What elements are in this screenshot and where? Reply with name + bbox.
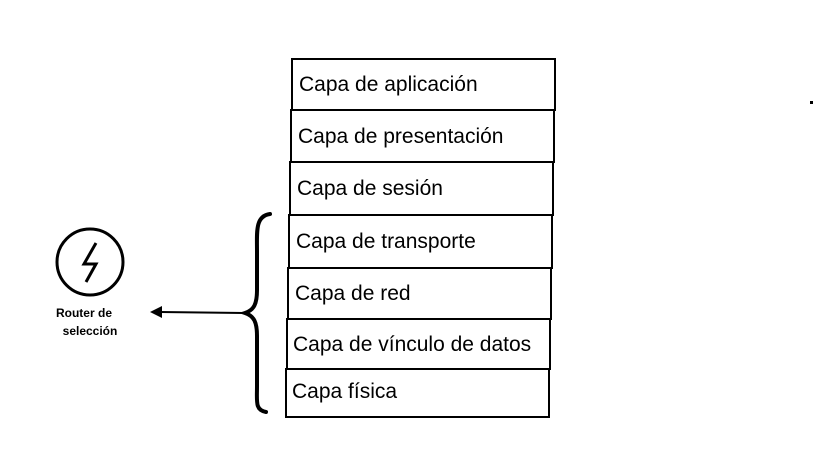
layer-label: Capa de presentación — [298, 125, 503, 148]
arrow-head — [150, 306, 162, 318]
layer-box — [288, 214, 553, 269]
layer-network: Capa de red — [287, 267, 552, 320]
layer-presentation: Capa de presentación — [290, 109, 555, 163]
layer-label: Capa de sesión — [297, 177, 443, 200]
layer-label: Capa de aplicación — [299, 73, 478, 96]
curly-brace — [238, 212, 272, 414]
layer-box — [290, 109, 555, 163]
layer-box — [291, 58, 556, 111]
router-circle — [55, 227, 125, 297]
layer-data-link: Capa de vínculo de datos — [286, 318, 551, 370]
layer-label: Capa de transporte — [296, 230, 476, 253]
layer-application: Capa de aplicación — [291, 58, 556, 111]
layer-box — [286, 318, 551, 370]
layer-transport: Capa de transporte — [288, 214, 553, 269]
layer-label: Capa física — [292, 380, 397, 403]
router-label-line1: Router de — [56, 306, 112, 320]
stray-mark — [810, 101, 813, 104]
layer-box — [285, 368, 550, 418]
lightning-bolt-icon — [81, 242, 99, 283]
arrow-line — [159, 311, 245, 314]
router-label-line2: selección — [63, 324, 118, 338]
router: Router de selección — [55, 227, 125, 338]
layer-label: Capa de red — [295, 282, 411, 305]
layer-stack: Capa de aplicación Capa de presentación … — [285, 58, 556, 418]
layer-physical: Capa física — [285, 368, 550, 418]
arrow-to-router — [150, 306, 245, 318]
layer-label: Capa de vínculo de datos — [293, 333, 531, 356]
layer-session: Capa de sesión — [289, 161, 554, 216]
